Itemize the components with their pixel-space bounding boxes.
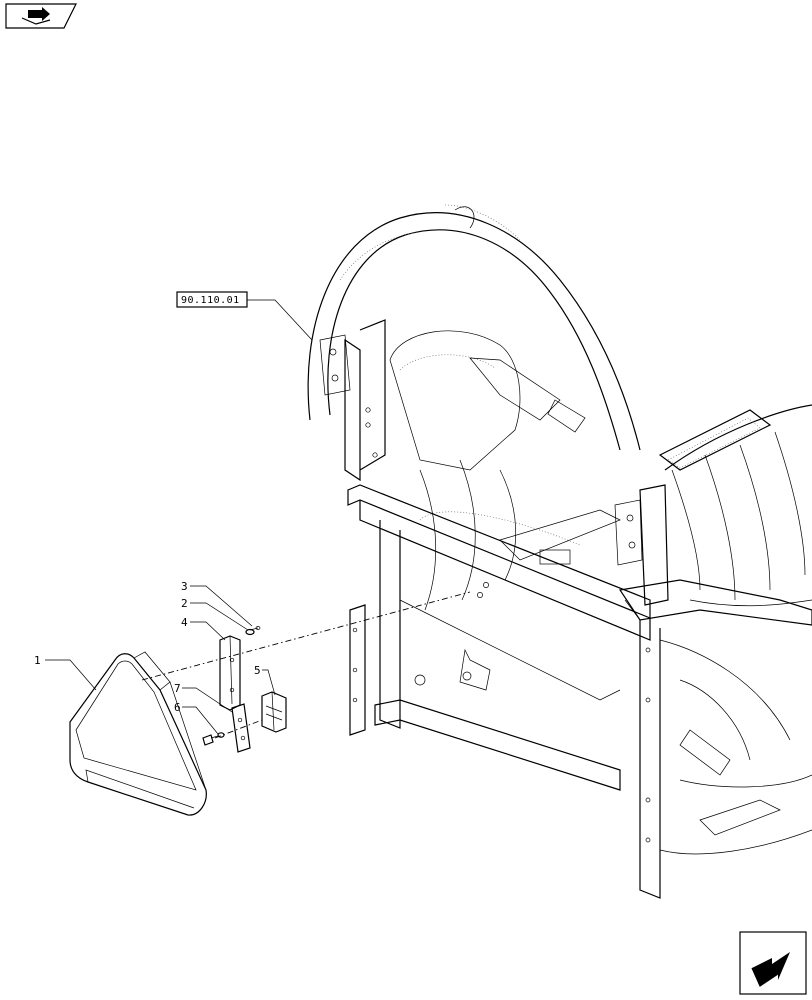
callout-4[interactable]: 4 [181,616,188,629]
next-page-arrow-icon[interactable] [739,931,807,995]
callout-5[interactable]: 5 [254,664,261,677]
callout-leaders [45,585,276,735]
callout-3[interactable]: 3 [181,580,188,593]
reference-box[interactable]: 90.110.01 [176,291,248,308]
callout-6[interactable]: 6 [174,701,181,714]
callout-1[interactable]: 1 [34,654,41,667]
washer-small[interactable] [217,732,225,738]
reference-label: 90.110.01 [181,295,240,306]
book-arrow-icon[interactable] [5,3,77,29]
cab-frame [307,204,812,899]
mounting-plate[interactable] [231,703,251,753]
smv-triangle-sign[interactable] [69,651,207,816]
bolt[interactable] [202,734,219,746]
callout-2[interactable]: 2 [181,597,188,610]
callout-7[interactable]: 7 [174,682,181,695]
mounting-bracket[interactable] [219,635,241,711]
washer-and-bolt[interactable] [245,626,261,636]
mounting-clip[interactable] [261,691,287,733]
